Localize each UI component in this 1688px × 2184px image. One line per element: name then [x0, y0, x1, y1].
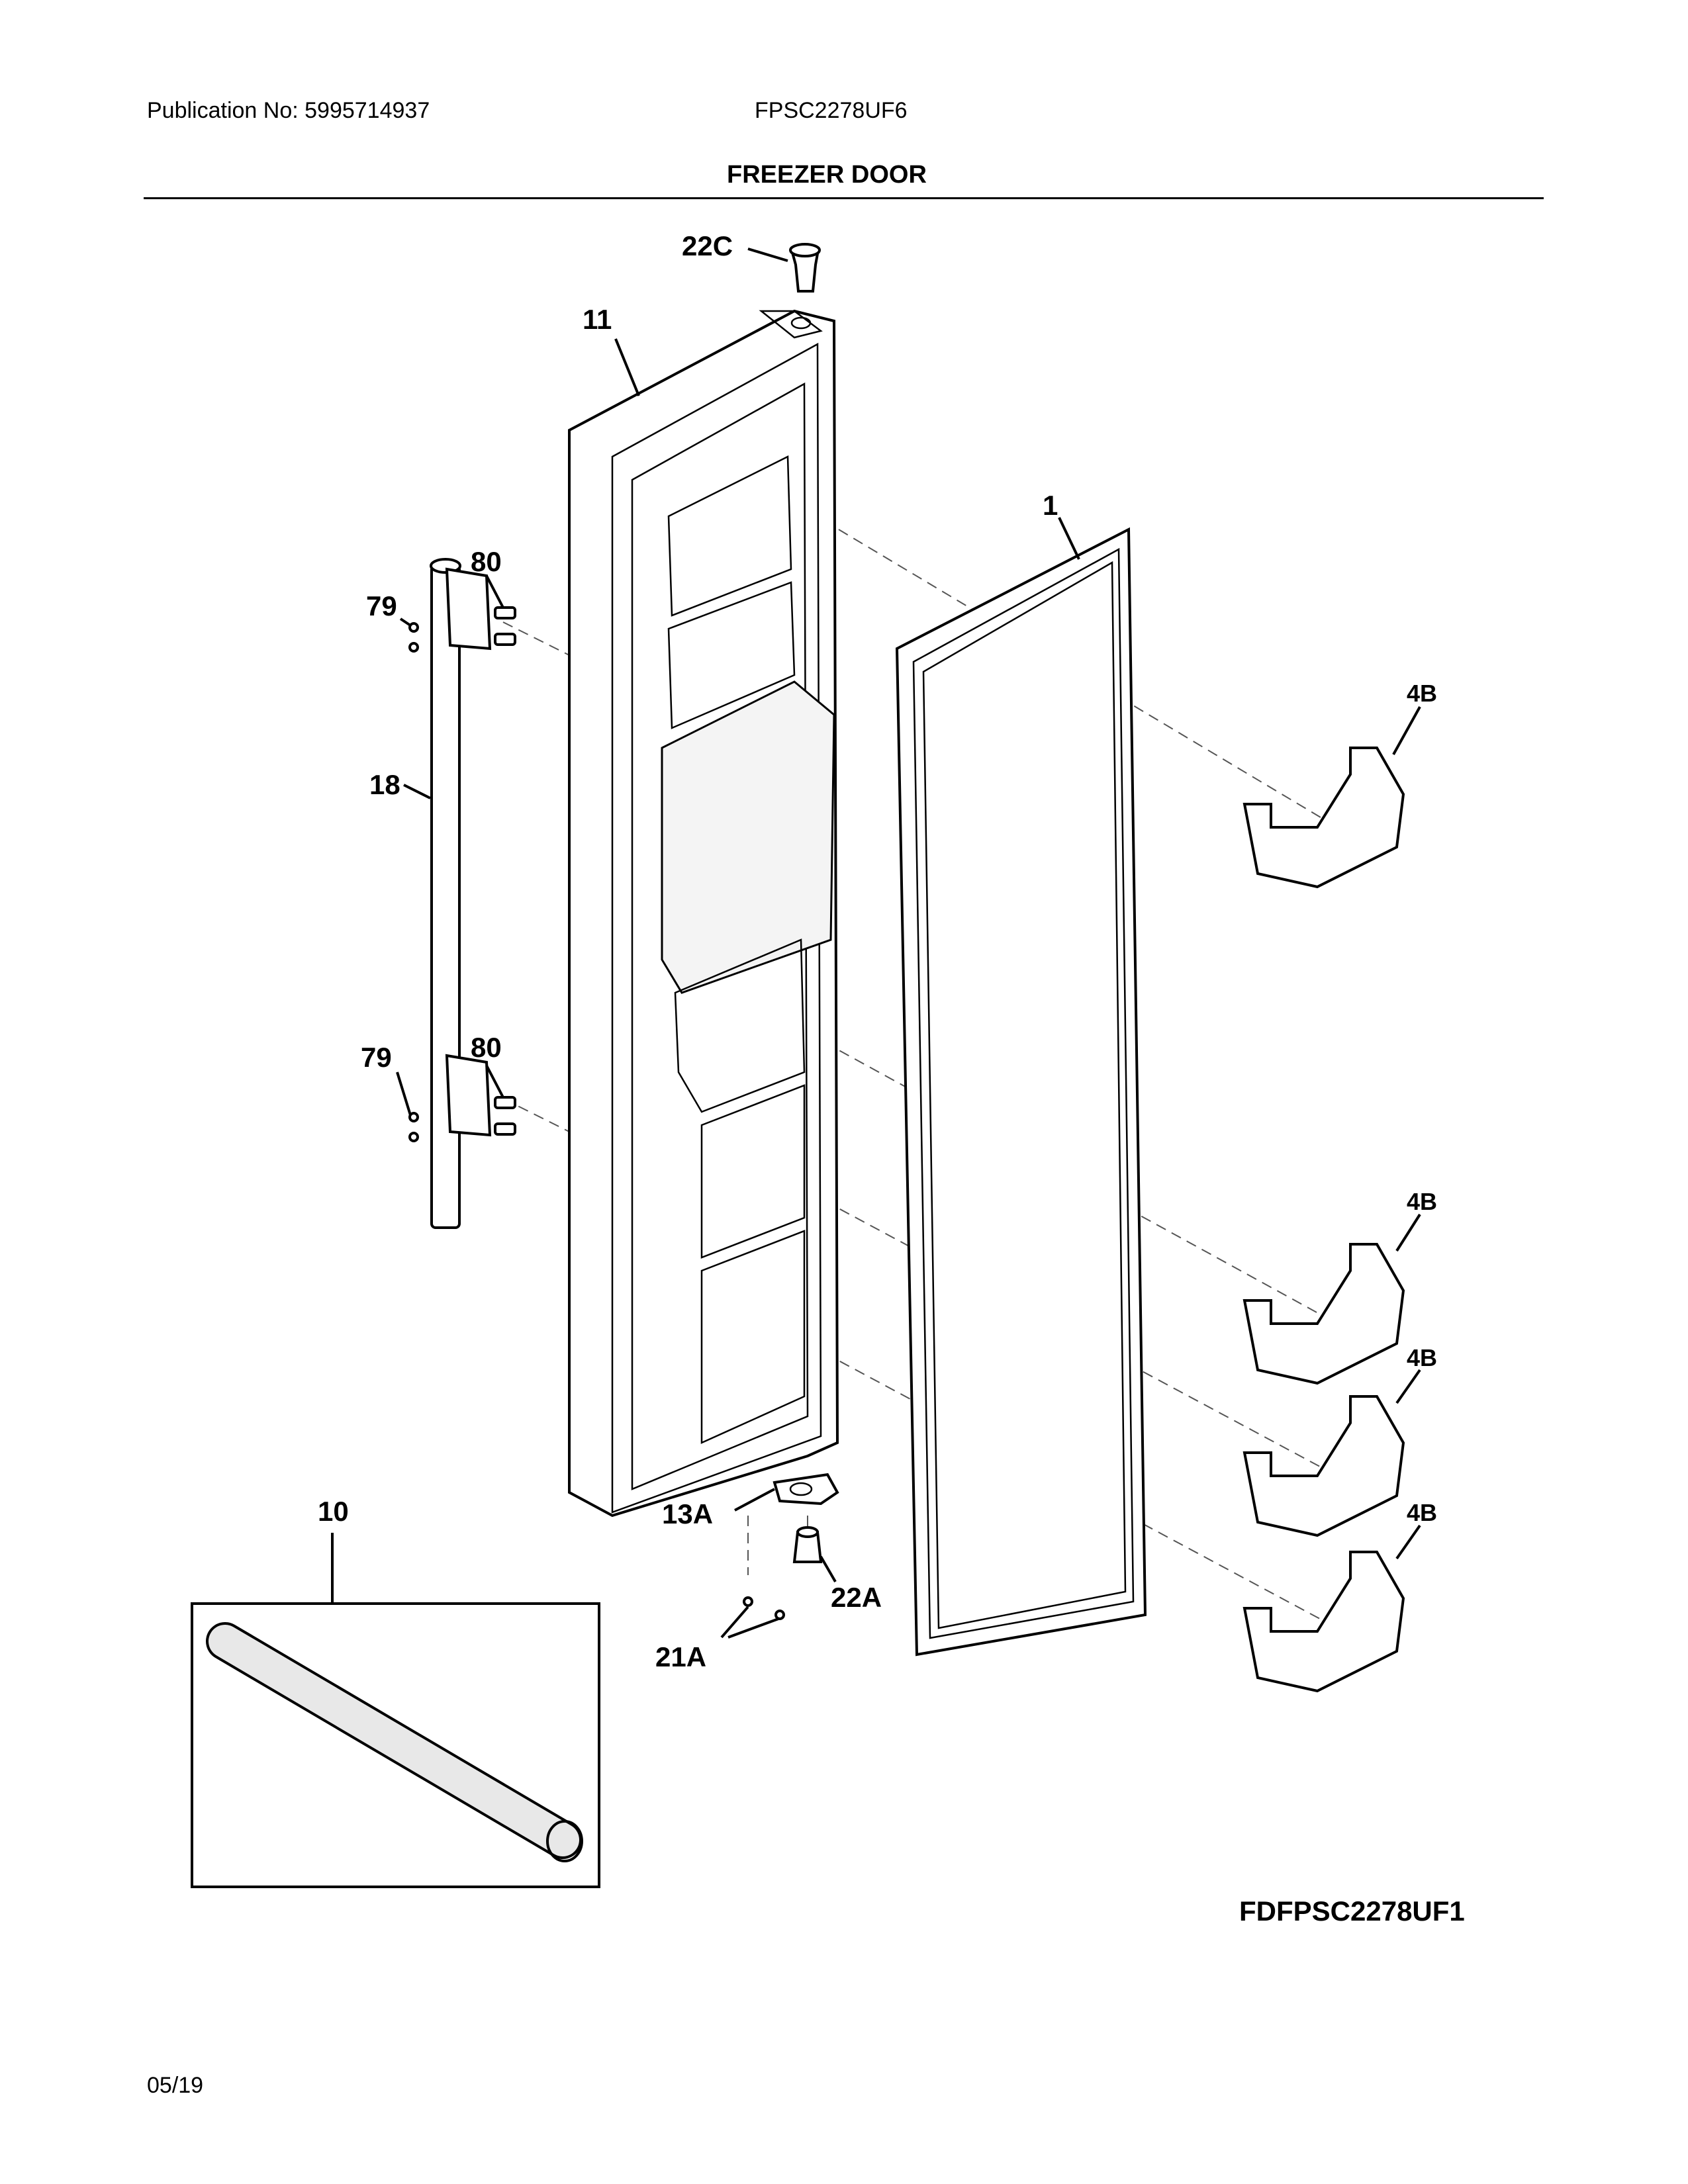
- callout-13a: 13A: [662, 1498, 713, 1529]
- section-title: FREEZER DOOR: [727, 161, 927, 189]
- publication-number: Publication No: 5995714937: [147, 98, 430, 123]
- callout-11: 11: [583, 304, 612, 335]
- callout-79-bottom: 79: [361, 1042, 392, 1073]
- model-number: FPSC2278UF6: [755, 98, 908, 123]
- part-11-freezer-door: [568, 309, 839, 1518]
- part-22c-plug: [789, 243, 821, 293]
- diagram-code: FDFPSC2278UF1: [1239, 1895, 1465, 1927]
- parts-4b-door-bins: [1243, 747, 1405, 1693]
- callout-4b-1: 4B: [1407, 680, 1437, 707]
- publication-date: 05/19: [147, 2073, 204, 2098]
- part-10-tubing-box: [191, 1602, 600, 1888]
- callout-79-top: 79: [366, 590, 397, 621]
- callout-4b-2: 4B: [1407, 1188, 1437, 1215]
- callout-22c: 22C: [682, 230, 733, 261]
- callout-80-bottom: 80: [471, 1032, 502, 1063]
- callout-18: 18: [369, 769, 400, 800]
- callout-1: 1: [1043, 490, 1058, 521]
- callout-10: 10: [318, 1496, 349, 1527]
- parts-79-80-screws: [408, 606, 516, 1142]
- part-18-handle: [430, 558, 492, 1229]
- callout-4b-4: 4B: [1407, 1499, 1437, 1526]
- callout-4b-3: 4B: [1407, 1344, 1437, 1371]
- callout-21a: 21A: [655, 1641, 706, 1672]
- header-divider: [144, 197, 1544, 199]
- callout-leader-lines: [331, 248, 1421, 1639]
- callout-22a: 22A: [831, 1582, 882, 1613]
- parts-13a-22a-21a-hardware: [743, 1473, 839, 1620]
- part-1-door-gasket: [895, 527, 1147, 1657]
- callout-80-top: 80: [471, 546, 502, 577]
